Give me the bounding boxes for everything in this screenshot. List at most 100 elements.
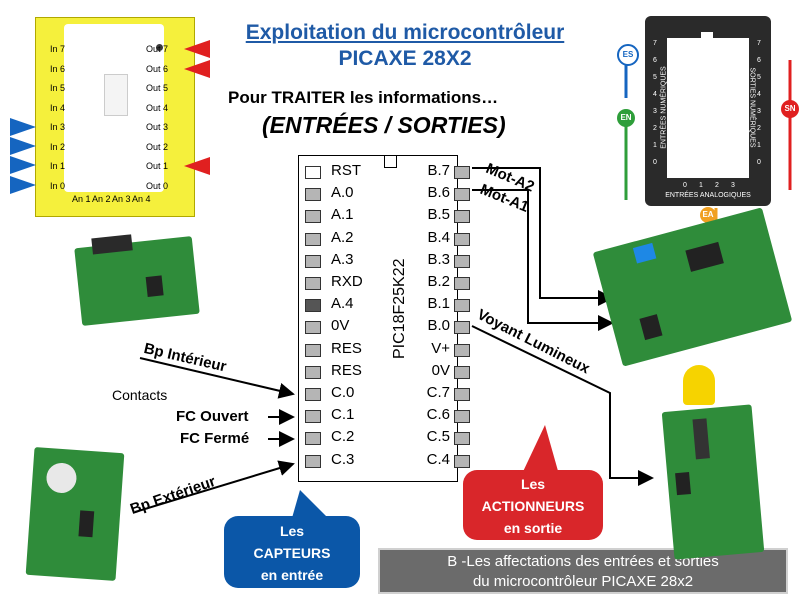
footer-line-2: du microcontrôleur PICAXE 28x2 (472, 573, 694, 590)
kit-number: 5 (757, 74, 761, 81)
label-fc-ouvert: FC Ouvert (176, 408, 249, 425)
chip-pin-right (454, 432, 470, 446)
board-output-label: Out 2 (146, 141, 169, 152)
chip-pin-left (305, 299, 321, 313)
kit-number: 4 (653, 91, 657, 98)
kit-number: 3 (653, 108, 657, 115)
chip-pin-right (454, 343, 470, 357)
board-input-label: In 1 (50, 161, 66, 171)
board-output-label: Out 5 (146, 83, 169, 93)
board-output-label: Out 3 (146, 122, 169, 132)
kit-slot (701, 32, 713, 38)
chip-pin-right (454, 365, 470, 379)
kit-number: 1 (653, 142, 657, 149)
board-output-label: Out 7 (146, 44, 169, 54)
input-arrow-icon (10, 176, 36, 194)
chip-pin-right (454, 277, 470, 290)
kit-board: ENTRÉES NUMÉRIQUES SORTIES NUMÉRIQUES EN… (645, 16, 771, 206)
output-arrow-icon (184, 157, 210, 175)
kit-badge-sn: SN (781, 100, 799, 118)
bubble-actionneurs-l3: en sortie (503, 520, 563, 536)
bubble-capteurs: Les CAPTEURS en entrée (224, 516, 360, 588)
kit-number: 1 (757, 142, 761, 149)
input-arrow-icon (10, 156, 36, 174)
chip-pin-left (305, 188, 321, 202)
bubble-actionneurs-l1: Les (520, 476, 546, 492)
kit-number: 2 (757, 125, 761, 132)
board-input-label: In 3 (50, 122, 66, 132)
output-arrow-icon (184, 60, 210, 78)
kit-analog-number: 0 (683, 182, 687, 189)
kit-analog-number: 1 (699, 182, 703, 189)
pcb-switch-connector (145, 275, 164, 297)
pcb-led-legs (692, 418, 710, 460)
kit-number: 0 (757, 159, 761, 166)
chip-pin-left (305, 388, 321, 401)
chip-pin-left-label: C.3 (331, 450, 355, 468)
kit-window (667, 38, 749, 178)
chip-pin-right (454, 188, 470, 202)
chip-notch (384, 155, 397, 168)
kit-analog-number: 2 (715, 182, 719, 189)
chip-pin-right-label: B.0 (427, 317, 450, 335)
footer-line-1: B -Les affectations des entrées et sorti… (447, 553, 719, 570)
pcb-motor-connector (639, 314, 663, 341)
chip-pin-left-label: C.2 (331, 428, 355, 446)
kit-badge-ea: EA (700, 207, 716, 223)
board-input-label: In 4 (50, 102, 66, 113)
input-arrow-icon (10, 118, 36, 136)
chip-pin-left (305, 410, 321, 424)
wire-bp-interieur (139, 357, 295, 399)
chip-pin-left (305, 254, 321, 268)
chip-pin-right-label: B.5 (427, 206, 450, 224)
wire-bp-exterieur (134, 460, 295, 513)
chip-pin-right (454, 210, 470, 224)
kit-number: 7 (757, 40, 761, 47)
board-analog-label: An 2 (92, 194, 111, 204)
label-contacts: Contacts (112, 387, 168, 403)
wire-mot-a1 (472, 189, 614, 331)
chip-pin-left-label: A.1 (331, 206, 354, 224)
board-analog-label: An 1 (72, 194, 91, 204)
bubble-capteurs-l2: CAPTEURS (253, 545, 331, 561)
kit-number: 5 (653, 74, 657, 81)
chip-pin-right (454, 388, 470, 401)
chip-pin-right-label: B.6 (427, 184, 450, 202)
board-input-label: In 5 (50, 83, 66, 93)
chip-pin-left (305, 365, 321, 379)
chip-pin-left-label: A.0 (331, 184, 354, 202)
kit-number: 3 (757, 108, 761, 115)
board-output-label: Out 6 (146, 63, 169, 74)
board-input-label: In 7 (50, 44, 66, 54)
chip-pin-left (305, 166, 321, 179)
pcb-switch-image (74, 234, 200, 326)
chip-pin-left (305, 343, 321, 357)
kit-badge-en: EN (617, 109, 635, 127)
chip-pin-right-label: C.4 (426, 450, 450, 468)
kit-badge-es: ES (617, 44, 639, 66)
pcb-button-connector (78, 510, 95, 538)
board-analog-label: An 3 (112, 194, 131, 204)
pcb-led-connector (675, 472, 691, 496)
kit-number: 6 (757, 57, 761, 64)
bubble-capteurs-l3: en entrée (260, 567, 324, 583)
subtitle-line-2: (ENTRÉES / SORTIES) (262, 112, 506, 138)
chip-pin-left (305, 277, 321, 290)
chip-pin-right (454, 454, 470, 468)
board-input-label: In 6 (50, 63, 66, 74)
board-analog-label: An 4 (132, 194, 151, 204)
bubble-capteurs-l1: Les (279, 523, 305, 539)
input-arrow-icon (10, 137, 36, 155)
chip-pin-right (454, 166, 470, 179)
page-title: Exploitation du microcontrôleur PICAXE 2… (215, 20, 595, 72)
chip-pin-right-label: B.1 (427, 295, 450, 313)
kit-number: 7 (653, 40, 657, 47)
title-line-1: Exploitation du microcontrôleur (245, 21, 565, 44)
chip-pin-left-label: A.2 (331, 228, 354, 246)
kit-analog-number: 3 (731, 182, 735, 189)
chip-pin-left-label: C.1 (331, 406, 355, 424)
kit-bottom-label: ENTRÉES ANALOGIQUES (665, 192, 751, 199)
chip-pin-left (305, 210, 321, 224)
board-output-label: Out 1 (146, 161, 169, 171)
microcontroller-chip (298, 155, 458, 482)
